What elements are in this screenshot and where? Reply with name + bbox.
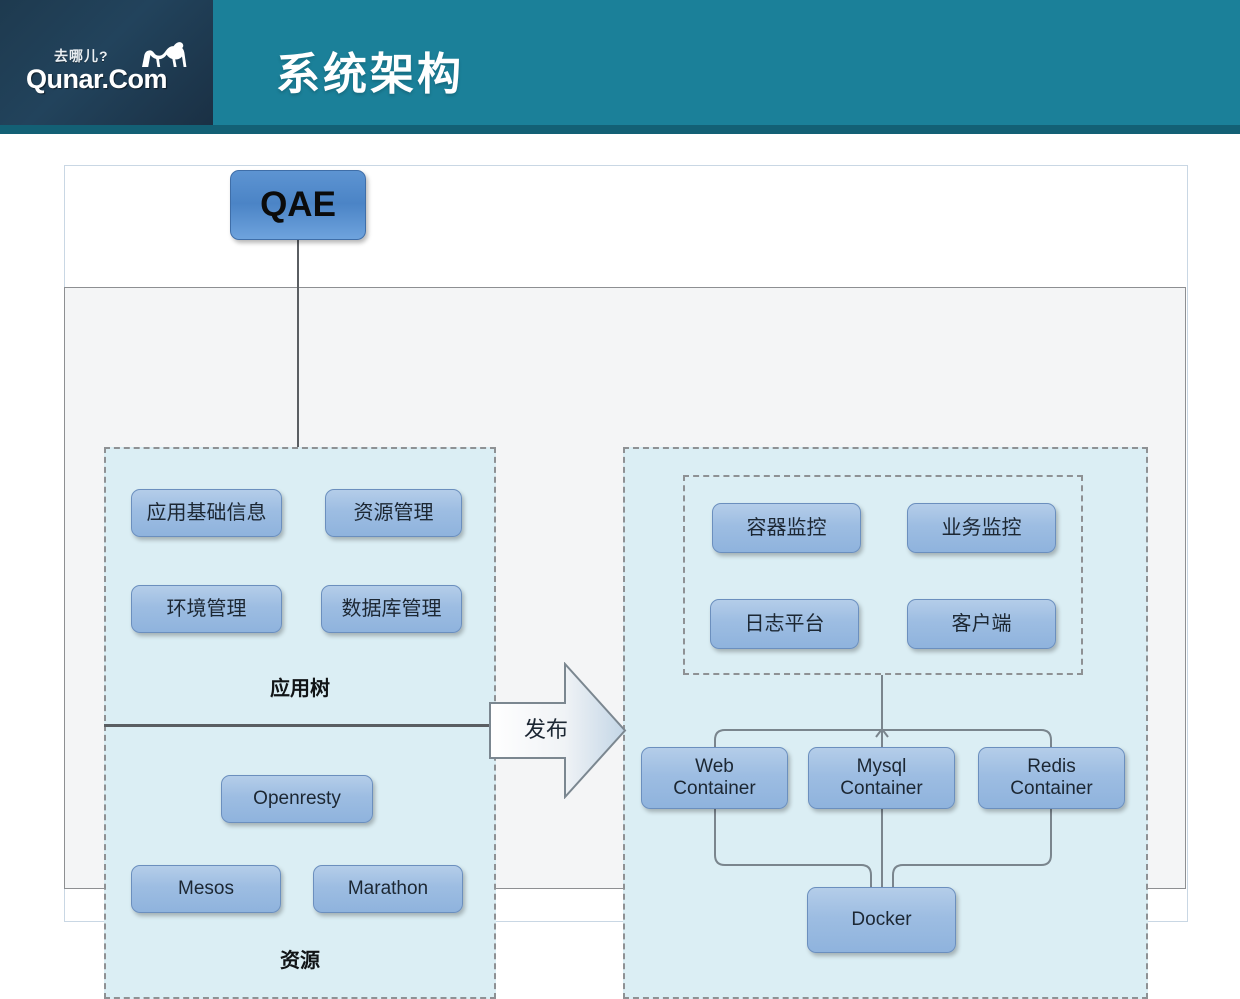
monitoring-subpanel: [683, 475, 1083, 675]
node-openresty[interactable]: Openresty: [221, 775, 373, 823]
node-mysql-container[interactable]: Mysql Container: [808, 747, 955, 809]
architecture-diagram: QAE 应用基础信息 资源管理 环境管理 数据库管理 应用树 Openresty…: [0, 134, 1240, 999]
node-label: 环境管理: [166, 597, 247, 620]
header-accent-strip: [0, 125, 1240, 134]
node-business-monitoring[interactable]: 业务监控: [907, 503, 1056, 553]
node-mesos[interactable]: Mesos: [131, 865, 281, 913]
node-resource-management[interactable]: 资源管理: [325, 489, 462, 537]
node-label: Openresty: [253, 788, 341, 810]
caption-application-tree: 应用树: [270, 678, 330, 700]
node-client[interactable]: 客户端: [907, 599, 1056, 649]
node-database-management[interactable]: 数据库管理: [321, 585, 462, 633]
node-label-line2: Container: [673, 778, 756, 799]
node-label: Redis Container: [1010, 756, 1092, 800]
node-redis-container[interactable]: Redis Container: [978, 747, 1125, 809]
node-label-line2: Container: [840, 778, 923, 799]
logo-inner: 去哪儿? Qunar.Com: [26, 42, 196, 104]
node-label-line1: Mysql: [856, 756, 907, 778]
publish-arrow-icon: [489, 662, 627, 799]
caption-resource: 资源: [280, 950, 320, 972]
node-label: 客户端: [951, 612, 1012, 635]
node-label-line2: Container: [1010, 778, 1093, 799]
node-label: 日志平台: [744, 612, 825, 635]
node-label: Marathon: [347, 878, 429, 900]
node-web-container[interactable]: Web Container: [641, 747, 788, 809]
node-label-line1: Web: [695, 756, 734, 778]
node-label: Web Container: [673, 756, 755, 800]
node-label: Mysql Container: [840, 756, 922, 800]
publish-arrow-label: 发布: [523, 717, 568, 742]
page-title: 系统架构: [276, 50, 464, 99]
node-label: Docker: [851, 909, 912, 931]
node-qae-label: QAE: [260, 185, 336, 224]
node-docker[interactable]: Docker: [807, 887, 956, 953]
camel-icon: [142, 42, 187, 67]
logo-chinese-text: 去哪儿?: [54, 48, 109, 64]
qae-connector-line: [297, 240, 299, 450]
logo-brand-text: Qunar.Com: [26, 64, 168, 94]
node-app-basic-info[interactable]: 应用基础信息: [131, 489, 282, 537]
node-label: Mesos: [178, 878, 234, 900]
node-label: 容器监控: [746, 516, 827, 539]
node-container-monitoring[interactable]: 容器监控: [712, 503, 861, 553]
brand-logo-block[interactable]: 去哪儿? Qunar.Com: [0, 0, 213, 126]
node-label: 数据库管理: [341, 597, 442, 620]
node-environment-management[interactable]: 环境管理: [131, 585, 282, 633]
node-qae[interactable]: QAE: [230, 170, 366, 240]
node-log-platform[interactable]: 日志平台: [710, 599, 859, 649]
page-header: 去哪儿? Qunar.Com 系统架构: [0, 0, 1240, 134]
node-marathon[interactable]: Marathon: [313, 865, 463, 913]
node-label: 应用基础信息: [146, 501, 267, 524]
node-label: 资源管理: [353, 501, 434, 524]
left-panel-divider: [104, 724, 496, 727]
node-label-line1: Redis: [1027, 756, 1076, 778]
node-label: 业务监控: [941, 516, 1022, 539]
